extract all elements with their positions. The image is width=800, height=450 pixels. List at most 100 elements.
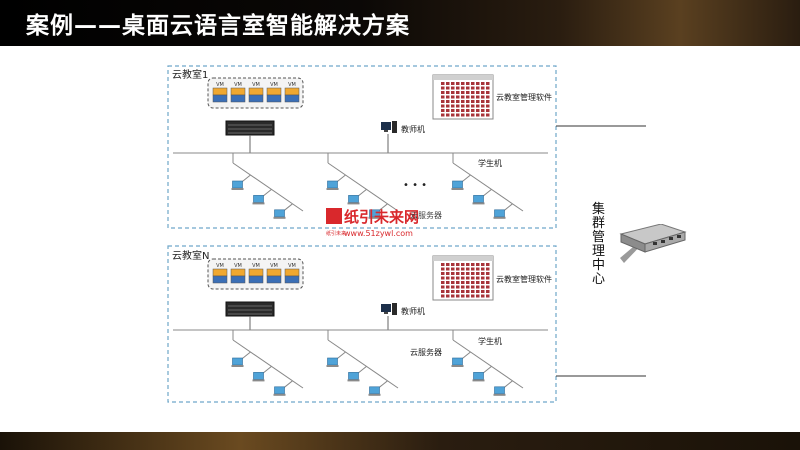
software-grid-cell xyxy=(466,285,470,289)
software-grid-cell xyxy=(486,285,490,289)
software-grid-cell xyxy=(476,109,480,112)
student-pc-icon xyxy=(273,386,286,396)
software-grid-cell xyxy=(451,272,455,275)
software-grid-cell xyxy=(486,281,490,284)
server-icon xyxy=(225,301,275,317)
svg-text:纸引未来: 纸引未来 xyxy=(326,230,346,237)
software-grid-cell xyxy=(461,104,465,108)
software-grid-cell xyxy=(446,285,450,289)
software-grid-cell xyxy=(466,91,470,94)
software-grid-cell xyxy=(481,82,485,85)
teacher-pc-icon xyxy=(381,121,397,133)
cloud-server-label-room1: 云服务器 xyxy=(410,210,442,220)
software-grid-cell xyxy=(441,95,445,99)
student-pc-icon xyxy=(273,209,286,219)
management-software-screenshot-icon xyxy=(432,255,494,301)
software-grid-cell xyxy=(476,281,480,284)
software-grid-cell xyxy=(441,86,445,90)
vm-tile: VM xyxy=(284,82,300,103)
software-grid-cell xyxy=(446,91,450,94)
software-grid-cell xyxy=(471,276,475,280)
software-grid-cell xyxy=(451,104,455,108)
software-grid-cell xyxy=(456,100,460,103)
software-grid-cell xyxy=(476,267,480,271)
software-grid-cell xyxy=(461,86,465,90)
software-grid-cell xyxy=(466,100,470,103)
software-grid-cell xyxy=(461,290,465,293)
software-grid-cell xyxy=(456,281,460,284)
software-grid-cell xyxy=(456,290,460,293)
software-grid-cell xyxy=(476,290,480,293)
software-grid-cell xyxy=(486,91,490,94)
software-grid-cell xyxy=(461,95,465,99)
cloud-room-1-label: 云教室1 xyxy=(172,68,208,81)
software-grid-cell xyxy=(466,104,470,108)
software-grid-cell xyxy=(441,285,445,289)
software-grid-cell xyxy=(461,272,465,275)
software-grid-cell xyxy=(446,290,450,293)
software-grid-cell xyxy=(451,263,455,266)
software-grid-cell xyxy=(451,86,455,90)
software-grid-cell xyxy=(466,272,470,275)
software-grid-cell xyxy=(471,91,475,94)
software-grid-cell xyxy=(461,109,465,112)
slide-footer-strip xyxy=(0,432,800,450)
student-branch xyxy=(231,153,304,219)
software-grid-cell xyxy=(451,281,455,284)
vm-tile: VM xyxy=(212,82,228,103)
software-grid-cell xyxy=(481,290,485,293)
software-grid-cell xyxy=(461,113,465,117)
software-grid-cell xyxy=(471,285,475,289)
software-grid-cell xyxy=(486,82,490,85)
software-grid-cell xyxy=(481,263,485,266)
software-grid-cell xyxy=(486,109,490,112)
software-grid-cell xyxy=(481,281,485,284)
software-grid-cell xyxy=(471,294,475,298)
software-grid-cell xyxy=(441,104,445,108)
student-pc-icon xyxy=(252,195,265,205)
watermark-logo: 纸引未来 xyxy=(326,208,346,237)
svg-text:VM: VM xyxy=(216,82,224,88)
software-grid-cell xyxy=(451,82,455,85)
svg-text:VM: VM xyxy=(252,263,260,269)
svg-text:VM: VM xyxy=(288,263,296,269)
student-pc-icon xyxy=(493,209,506,219)
software-grid-cell xyxy=(481,91,485,94)
software-grid-cell xyxy=(486,104,490,108)
software-grid-cell xyxy=(451,267,455,271)
software-grid-cell xyxy=(476,82,480,85)
cloud-server-label: 云服务器 xyxy=(410,347,442,357)
student-branch xyxy=(231,330,304,396)
software-grid-cell xyxy=(471,113,475,117)
software-grid-cell xyxy=(476,263,480,266)
software-grid-cell xyxy=(471,263,475,266)
software-grid-cell xyxy=(466,82,470,85)
software-grid-cell xyxy=(456,113,460,117)
teacher-pc-label: 教师机 xyxy=(401,124,425,134)
software-grid-cell xyxy=(481,272,485,275)
software-grid-cell xyxy=(476,104,480,108)
software-grid-cell xyxy=(441,267,445,271)
management-software-label: 云教室管理软件 xyxy=(496,274,552,284)
vm-tile: VM xyxy=(230,82,246,103)
vm-tile: VM xyxy=(248,82,264,103)
software-grid-cell xyxy=(461,276,465,280)
student-pc-icon xyxy=(347,195,360,205)
software-grid-cell xyxy=(466,267,470,271)
student-pc-icon xyxy=(326,180,339,190)
software-grid-cell xyxy=(446,294,450,298)
software-grid-cell xyxy=(461,91,465,94)
student-branch xyxy=(326,153,399,219)
student-pc-icon xyxy=(252,372,265,382)
software-grid-cell xyxy=(471,267,475,271)
student-pc-icon xyxy=(451,180,464,190)
software-grid-cell xyxy=(446,281,450,284)
software-grid-cell xyxy=(466,276,470,280)
svg-text:VM: VM xyxy=(270,263,278,269)
student-pc-icon xyxy=(368,386,381,396)
software-grid-cell xyxy=(441,263,445,266)
software-grid-cell xyxy=(441,272,445,275)
software-grid-cell xyxy=(486,86,490,90)
